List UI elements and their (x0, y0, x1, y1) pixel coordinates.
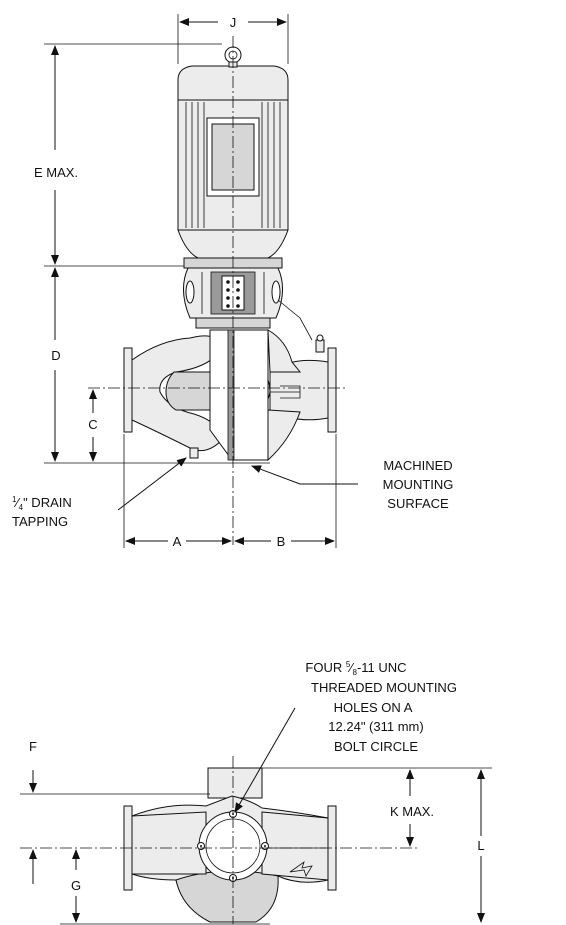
machined-callout-line2: MOUNTING (383, 477, 454, 492)
machined-callout-line3: SURFACE (387, 496, 449, 511)
dim-C-label: C (88, 417, 97, 432)
dim-J-label: J (230, 15, 237, 30)
dim-K-label: K MAX. (390, 804, 434, 819)
motor-bracket (183, 257, 313, 341)
holes-callout-line1: FOUR 5⁄8-11 UNC (305, 660, 406, 677)
dim-B-label: B (277, 534, 286, 549)
dim-G-label: G (71, 878, 81, 893)
plan-view: F G K MAX. L FOUR 5⁄8-11 UNC THREADED MO… (20, 660, 492, 925)
pump-casing (123, 329, 337, 462)
holes-callout-line5: BOLT CIRCLE (334, 739, 418, 754)
flow-arrow-icon (289, 860, 313, 877)
machined-callout-line1: MACHINED (383, 458, 452, 473)
motor (177, 46, 289, 259)
dim-F-label: F (29, 739, 37, 754)
drain-callout-line1: 1⁄4" DRAIN (12, 495, 72, 512)
elevation-view: J E MAX. D C A B 1⁄4" DRAIN TAPPING (12, 14, 453, 549)
drain-callout-line2: TAPPING (12, 514, 68, 529)
dim-E-label: E MAX. (34, 165, 78, 180)
dim-D-label: D (51, 348, 60, 363)
holes-callout-line4: 12.24" (311 mm) (328, 719, 423, 734)
dim-A-label: A (173, 534, 182, 549)
holes-callout-line2: THREADED MOUNTING (311, 680, 457, 695)
dim-L-label: L (477, 838, 484, 853)
holes-callout-line3: HOLES ON A (334, 700, 413, 715)
